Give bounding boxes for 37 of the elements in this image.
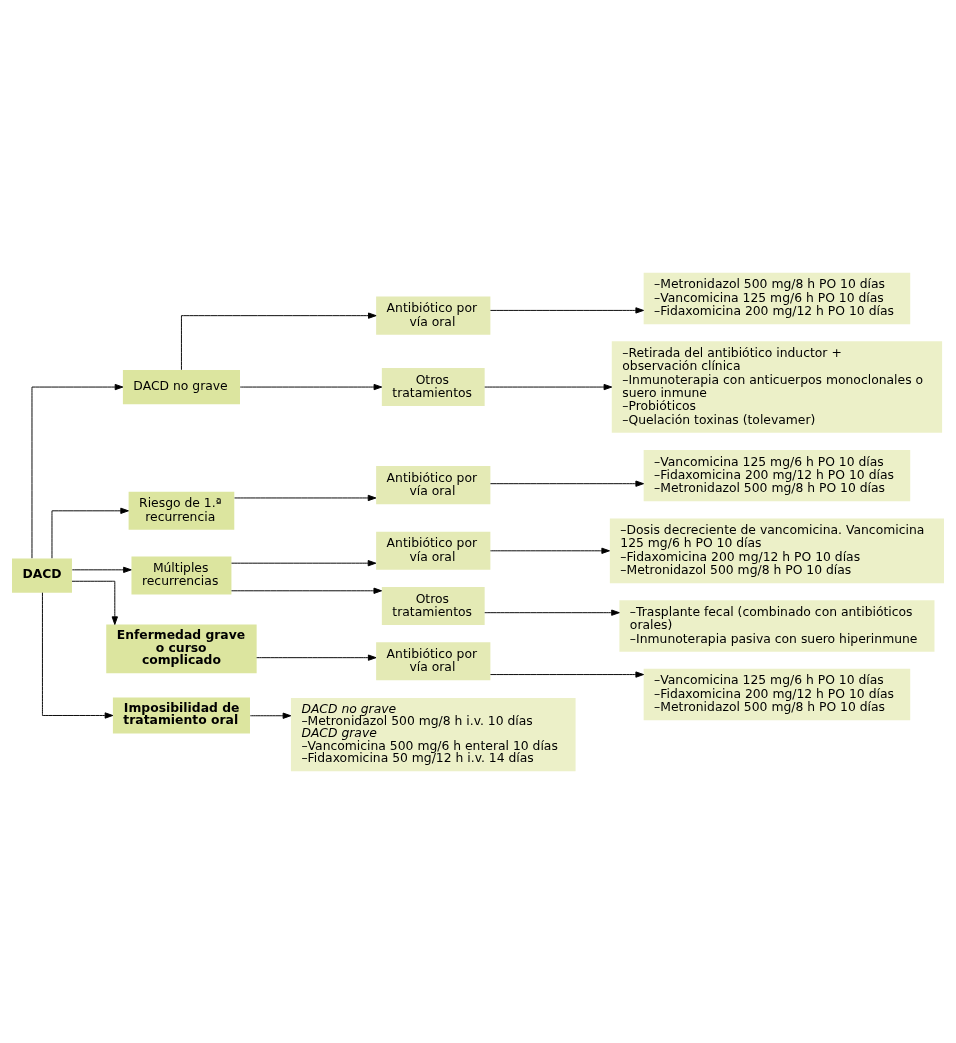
node-box: DACD [12,557,72,593]
node-box: Riesgo de 1.ª recurrencia [128,491,235,530]
node-box: DACD no grave [122,369,240,404]
arrow [484,609,620,616]
node-box: –Metronidazol 500 mg/8 h PO 10 días –Vancomicina 125 mg/6 h PO 10 días –Fidaxomicina 200 mg/12 h PO 10 días [643,272,911,324]
arrow [231,587,383,594]
arrow [489,480,644,487]
node-box: –Dosis decreciente de vancomicina. Vancomicina 125 mg/6 h PO 10 días –Fidaxomicina 200 mg/12 h PO 10 días –Metronidazol 500 mg/8 h PO 10 días [609,517,944,583]
node-box: Antibiótico por vía oral [376,531,491,570]
node-box: –Retirada del antibiótico inductor + observación clínica –Inmunoterapia con anticuerpos monoclonales o suero inmune –Probióticos –Quelación toxinas (tolevamer) [611,340,943,433]
node-box: –Vancomicina 125 mg/6 h PO 10 días –Fidaxomicina 200 mg/12 h PO 10 días –Metronidazol 500 mg/8 h PO 10 días [643,449,911,501]
arrow [41,591,114,719]
node-box: Antibiótico por vía oral [376,641,491,680]
node-box: Enfermedad grave o curso complicado [106,624,257,673]
arrow [231,559,377,566]
node-box: Antibiótico por vía oral [376,296,491,335]
arrow [71,566,132,573]
arrow [31,383,124,559]
node-box: Imposibilidad de tratamiento oral [112,696,250,734]
node-box: Múltiples recurrencias [131,556,232,595]
arrow [489,670,644,678]
arrow [51,507,129,559]
node-box: –Vancomicina 125 mg/6 h PO 10 días –Fidaxomicina 200 mg/12 h PO 10 días –Metronidazol 500 mg/8 h PO 10 días [643,668,911,720]
arrow [256,654,377,661]
arrow [484,383,613,390]
node-box: Otros tratamientos [381,367,485,406]
node-box: –Trasplante fecal (combinado con antibióticos orales) –Inmunoterapia pasiva con suero hiperinmune [619,599,935,652]
arrow [71,580,118,625]
arrow [234,494,377,501]
arrow [489,306,644,314]
node-box: Otros tratamientos [381,586,485,625]
arrow [180,312,377,370]
node-box: DACD no grave –Metronidazol 500 mg/8 h i.v. 10 días DACD grave –Vancomicina 500 mg/6 h enteral 10 días –Fidaxomicina 50 mg/12 h i.v. 14 días [290,697,576,771]
arrow [239,383,383,390]
arrow [489,547,610,554]
arrow [249,712,292,719]
node-box: Antibiótico por vía oral [376,465,491,504]
